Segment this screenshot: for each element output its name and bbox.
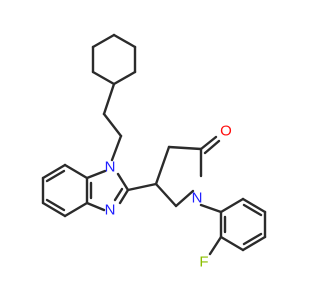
bond xyxy=(126,182,158,192)
bond xyxy=(199,135,218,151)
bond xyxy=(154,182,178,208)
bond xyxy=(241,235,267,252)
bond xyxy=(242,232,263,246)
bonds xyxy=(41,33,267,256)
fluorine-label: F xyxy=(199,254,208,271)
bond xyxy=(91,70,116,86)
bond xyxy=(41,201,67,218)
bond xyxy=(203,139,221,155)
bond xyxy=(241,197,267,214)
bond xyxy=(45,198,66,212)
bond xyxy=(208,235,223,256)
molecule-structure: N N N O F xyxy=(41,33,267,271)
molecule-canvas: N N N O F xyxy=(41,33,267,271)
bond xyxy=(219,197,245,214)
bond xyxy=(85,201,106,212)
bond xyxy=(242,203,263,217)
bond xyxy=(199,203,223,214)
nitrogen-label: N xyxy=(105,202,116,219)
bond xyxy=(174,189,195,208)
bond xyxy=(85,169,107,180)
bond xyxy=(118,188,130,205)
atom-labels: N N N O F xyxy=(105,123,232,271)
bond xyxy=(41,163,67,180)
nitrogen-label: N xyxy=(105,159,116,176)
bond xyxy=(154,145,171,186)
bond xyxy=(113,187,124,202)
bond xyxy=(45,169,66,183)
bond xyxy=(63,163,89,180)
bond xyxy=(63,201,89,218)
bond xyxy=(102,82,116,116)
nitrogen-label: N xyxy=(192,190,203,207)
bond xyxy=(102,112,123,138)
bond xyxy=(112,33,137,49)
oxygen-label: O xyxy=(220,123,232,140)
bond xyxy=(110,134,123,162)
bond xyxy=(219,235,245,252)
bond xyxy=(116,172,130,192)
bond xyxy=(91,33,116,49)
bond xyxy=(112,70,137,86)
bond xyxy=(167,145,203,151)
